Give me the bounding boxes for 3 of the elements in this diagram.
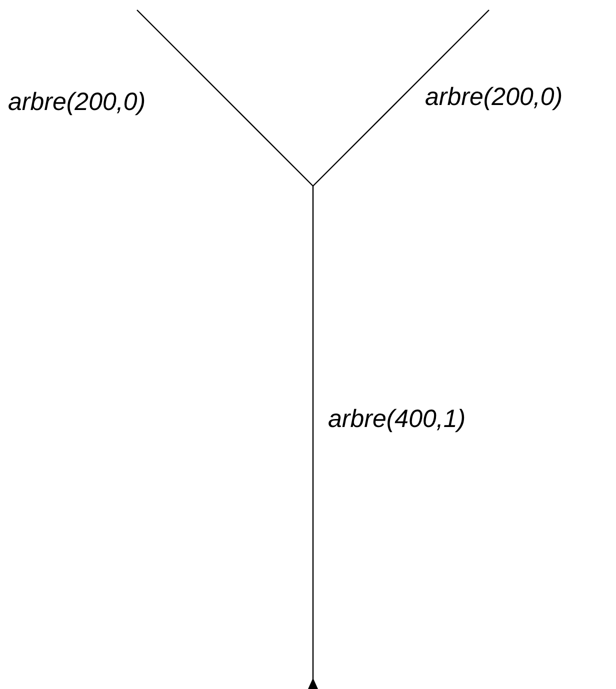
function-call-label: arbre(200,0) [425,83,563,112]
function-call-label: arbre(400,1) [328,405,466,434]
function-call-label: arbre(200,0) [8,88,146,117]
